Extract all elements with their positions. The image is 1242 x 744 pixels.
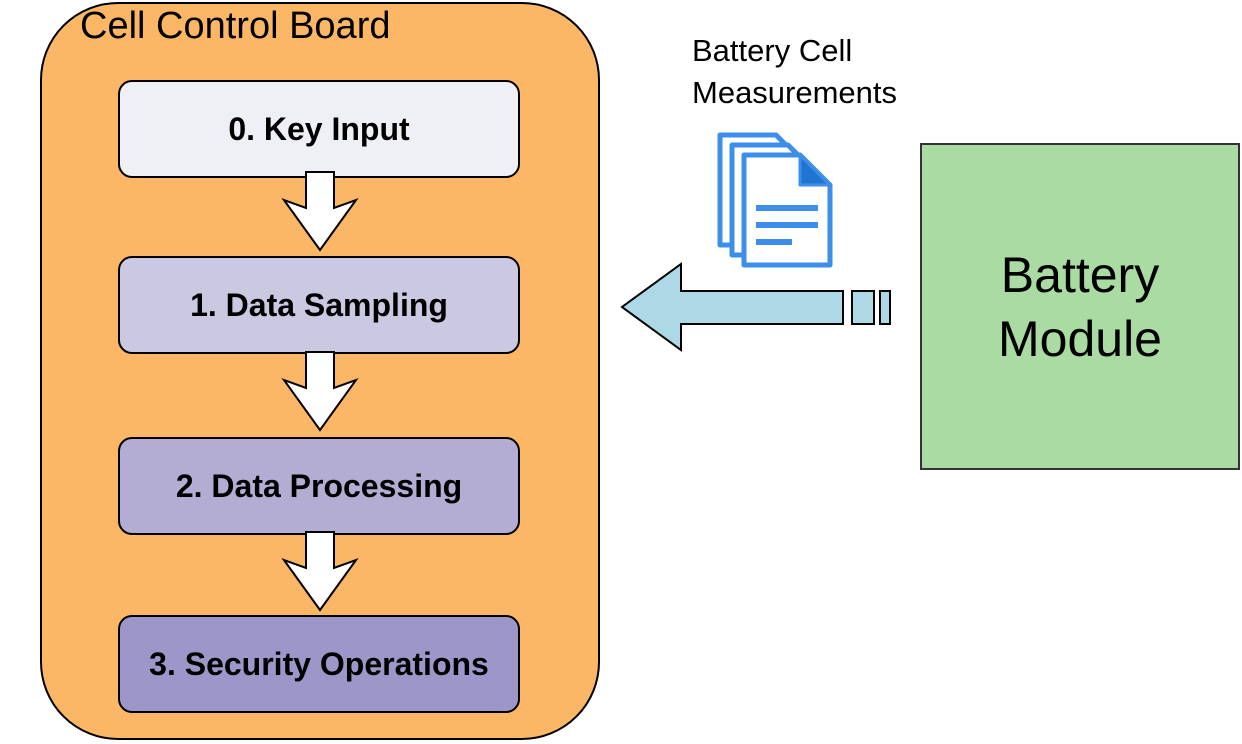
step-data-processing: 2. Data Processing <box>118 437 520 535</box>
board-title: Cell Control Board <box>80 5 391 47</box>
down-arrow-1-2 <box>281 351 359 432</box>
down-arrow-0-1 <box>281 171 359 252</box>
measurements-label: Battery Cell Measurements <box>692 30 897 114</box>
flow-arrow-body <box>620 262 844 352</box>
document-stack-icon <box>717 132 833 268</box>
down-arrow-2-3 <box>281 531 359 612</box>
battery-module: Battery Module <box>920 143 1240 470</box>
step-security-operations: 3. Security Operations <box>118 615 520 713</box>
module-label-line2: Module <box>998 310 1162 367</box>
measurements-label-line2: Measurements <box>692 75 898 110</box>
module-label-line1: Battery <box>1000 246 1160 303</box>
measurements-label-line1: Battery Cell <box>692 33 853 68</box>
flow-arrow-dash-2 <box>879 290 891 325</box>
data-flow-arrow <box>620 262 891 352</box>
flow-arrow-dash-1 <box>851 290 875 325</box>
step-data-sampling: 1. Data Sampling <box>118 256 520 354</box>
